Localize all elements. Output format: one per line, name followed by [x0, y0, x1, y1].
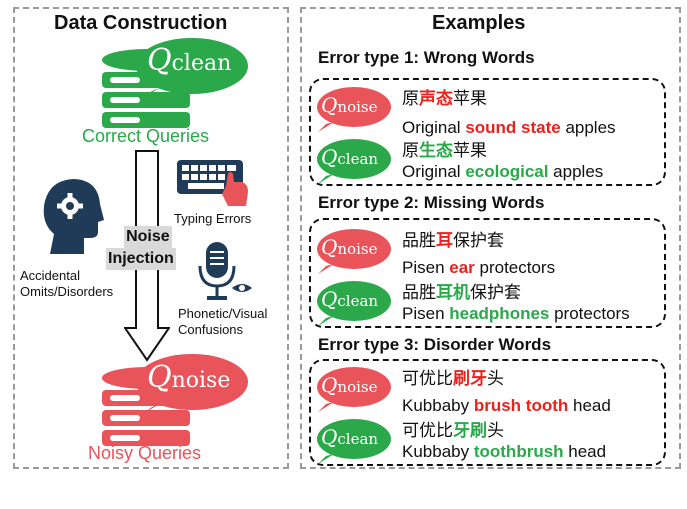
noise-injection-label: Noise Injection — [106, 226, 176, 270]
clean-speech-bubble-icon — [317, 281, 391, 326]
microphone-icon — [198, 242, 252, 300]
noise-speech-bubble-icon — [136, 354, 248, 414]
clean-english-translation: Kubbaby toothbrush head — [402, 442, 607, 461]
examples-title: Examples — [432, 12, 526, 34]
error-example-group — [309, 218, 666, 328]
q-noise-label: Qnoise — [321, 93, 378, 117]
noisy-queries-label: Noisy Queries — [88, 443, 202, 463]
clean-speech-bubble-icon — [136, 38, 248, 98]
typing-errors-label: Typing Errors — [174, 211, 252, 226]
clean-chinese-query: 可优比牙刷头 — [402, 421, 504, 441]
clean-chinese-query: 原生态苹果 — [402, 141, 487, 161]
noise-chinese-query: 品胜耳保护套 — [402, 231, 504, 251]
accidental-omits-label: Accidental Omits/Disorders — [20, 268, 114, 299]
q-noise-label: Qnoise — [321, 235, 378, 259]
error-type-title: Error type 3: Disorder Words — [318, 335, 552, 354]
clean-english-translation: Original ecological apples — [402, 162, 604, 181]
noise-chinese-query: 原声态苹果 — [402, 89, 487, 109]
q-clean-label: Qclean — [321, 287, 379, 311]
q-clean-label: Qclean — [321, 145, 379, 169]
error-example-group — [309, 359, 666, 466]
clean-english-translation: Pisen headphones protectors — [402, 304, 630, 323]
q-noise-label: Qnoise — [321, 373, 378, 397]
head-gear-icon — [43, 179, 104, 254]
examples-panel — [300, 7, 681, 469]
correct-queries-label: Correct Queries — [82, 126, 210, 146]
noise-speech-bubble-icon — [317, 367, 391, 412]
keyboard-icon — [177, 160, 248, 206]
error-type-title: Error type 1: Wrong Words — [318, 48, 535, 67]
noise-english-translation: Pisen ear protectors — [402, 258, 556, 277]
data-construction-title: Data Construction — [54, 12, 228, 34]
noise-speech-bubble-icon — [317, 229, 391, 274]
q-noise-label: Qnoise — [147, 360, 231, 395]
noise-english-translation: Kubbaby brush tooth head — [402, 396, 611, 415]
error-example-group — [309, 78, 666, 186]
q-clean-label: Qclean — [147, 43, 232, 78]
data-construction-panel — [13, 7, 289, 469]
noise-speech-bubble-icon — [317, 87, 391, 132]
clean-chinese-query: 品胜耳机保护套 — [402, 283, 521, 303]
noise-english-translation: Original sound state apples — [402, 118, 616, 137]
clean-speech-bubble-icon — [317, 419, 391, 464]
q-clean-label: Qclean — [321, 425, 379, 449]
noise-chinese-query: 可优比刷牙头 — [402, 369, 504, 389]
error-type-title: Error type 2: Missing Words — [318, 193, 545, 212]
phonetic-visual-label: Phonetic/Visual Confusions — [178, 306, 268, 337]
clean-speech-bubble-icon — [317, 139, 391, 184]
